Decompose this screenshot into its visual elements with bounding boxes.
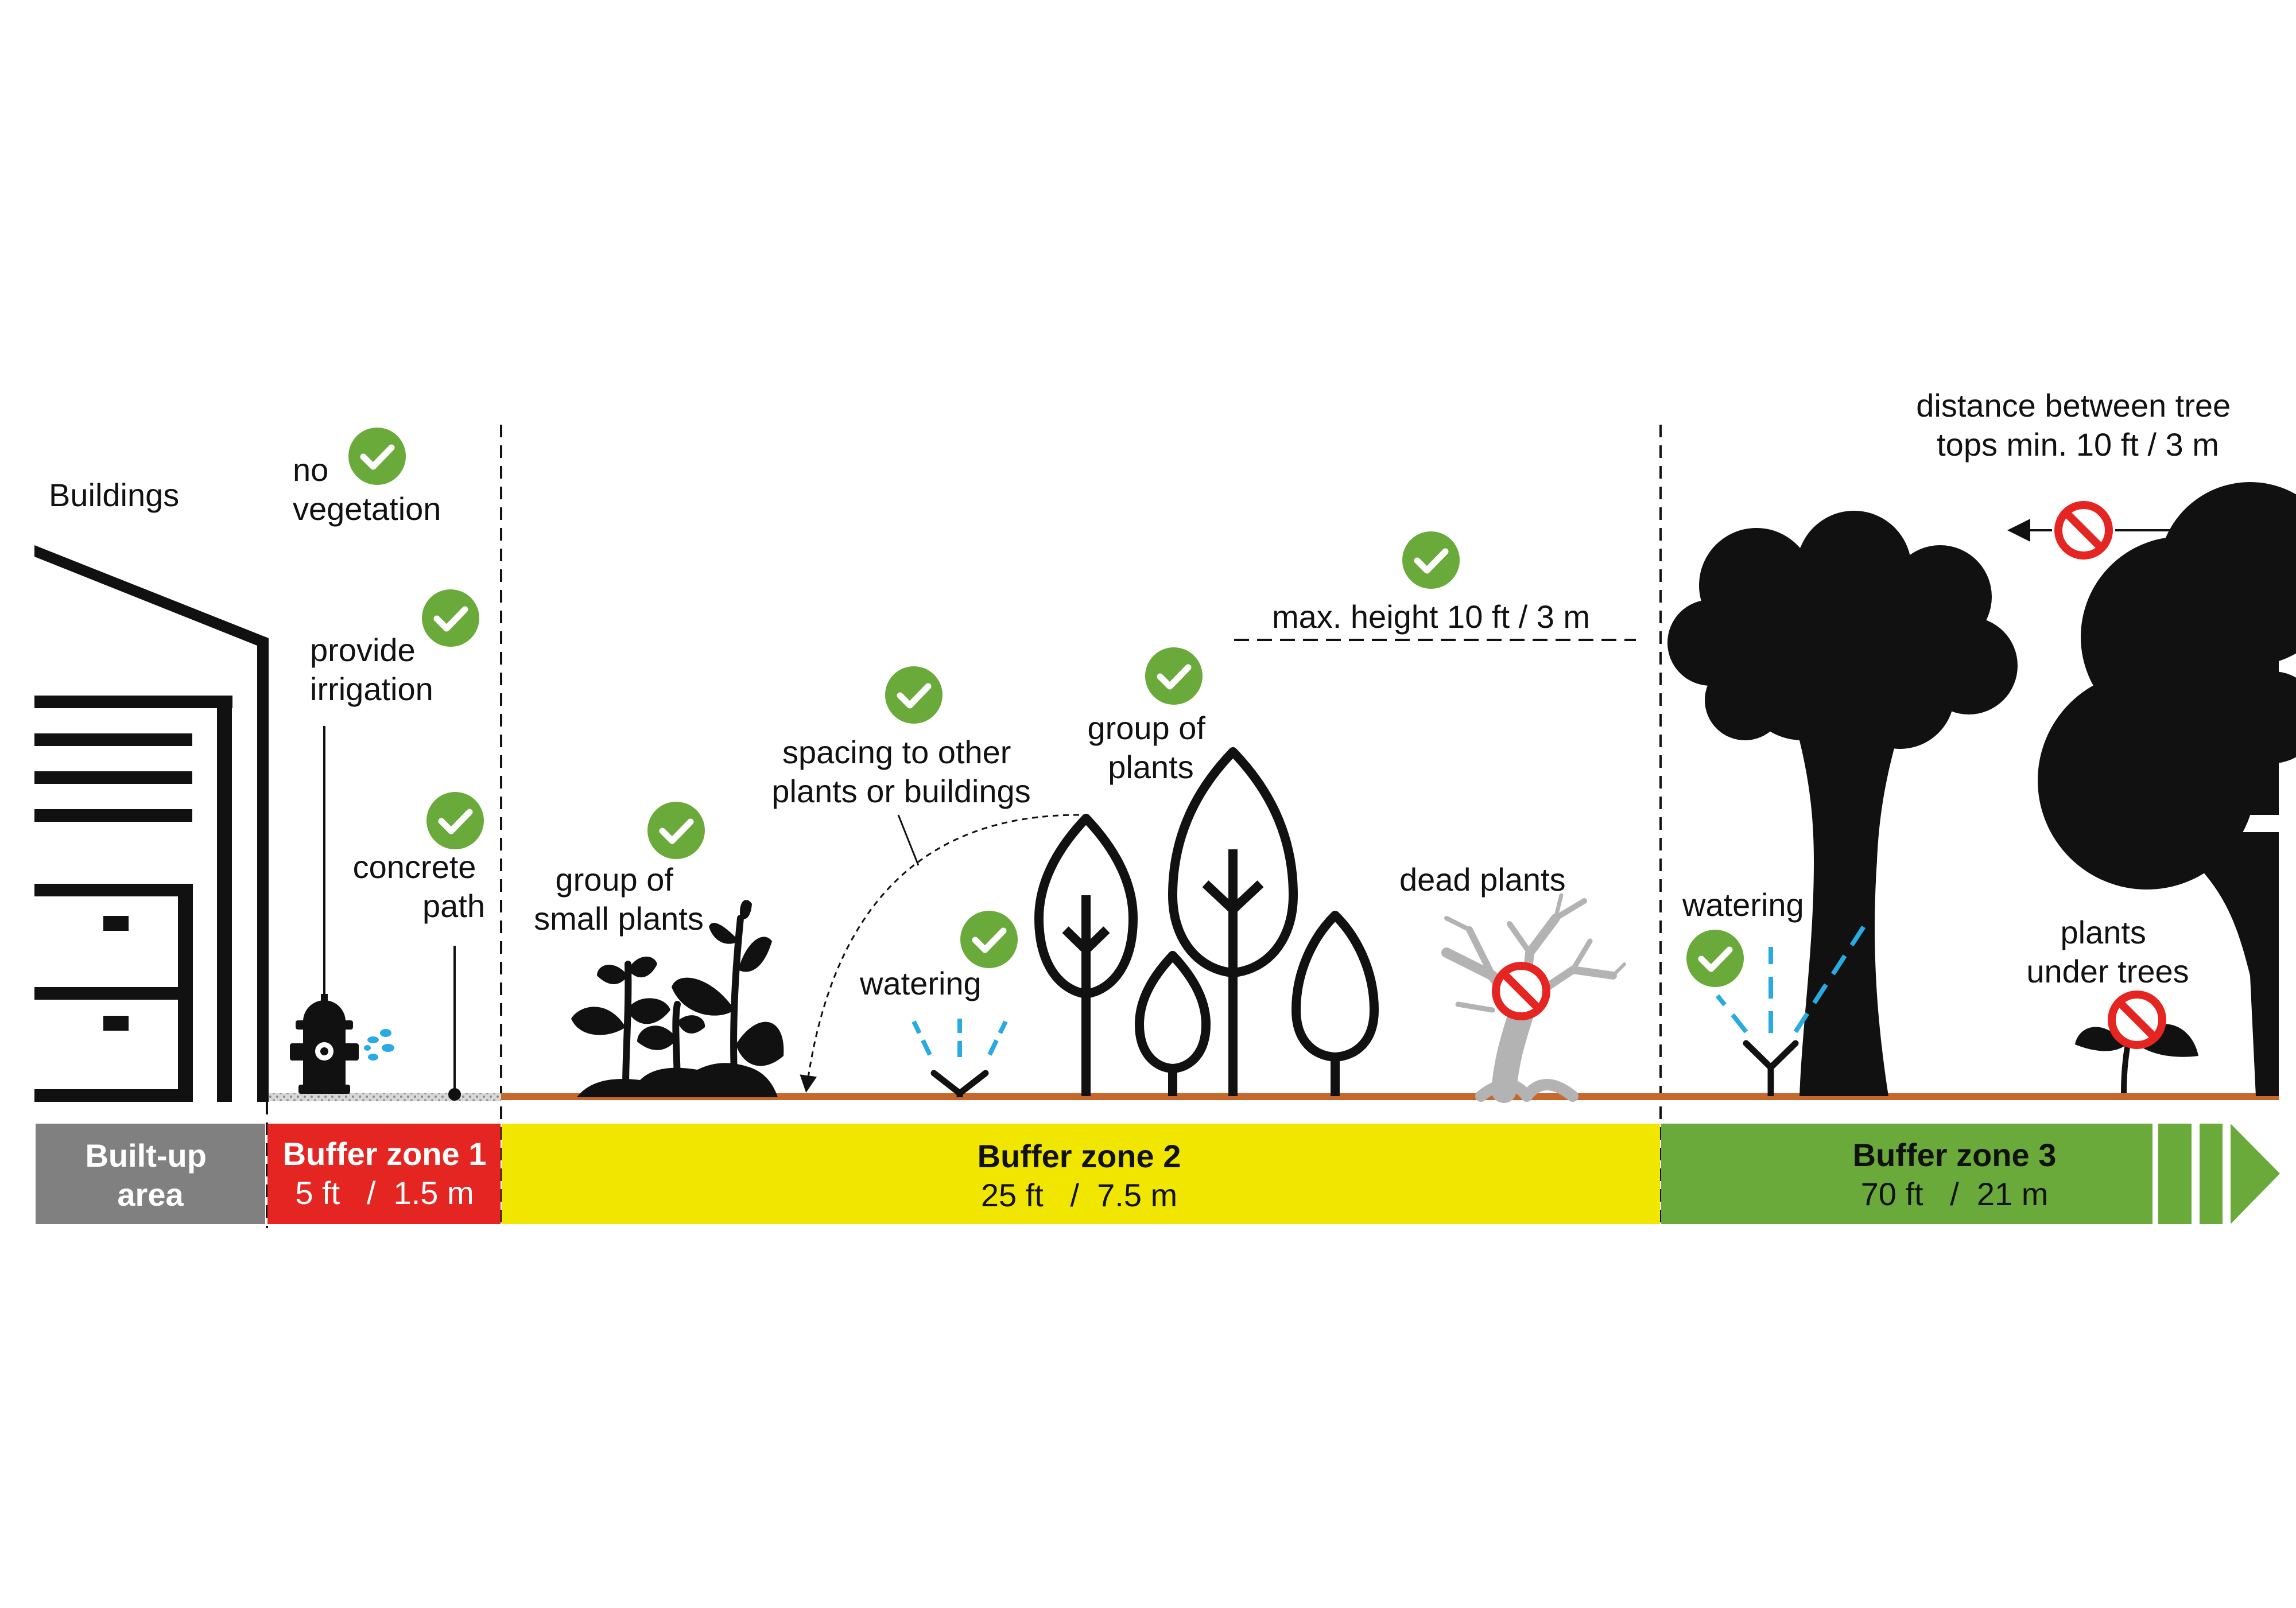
concrete-path-pointer-dot <box>448 1088 461 1101</box>
group-small-plants-label: group of small plants <box>534 861 704 937</box>
spacing-dashed-arrow <box>800 814 1080 1093</box>
dead-plants-no-icon <box>1496 966 1546 1016</box>
provide-irrigation-label: provide irrigation <box>310 632 433 707</box>
group-small-plants-check-icon <box>647 802 705 859</box>
watering-zone2-label: watering <box>859 965 982 1001</box>
watering-zone2-check-icon <box>960 911 1018 968</box>
buffer-zone-2-bar <box>502 1124 1660 1224</box>
max-height-label: max. height 10 ft / 3 m <box>1272 599 1590 635</box>
plants-under-trees-label: plants under trees <box>2026 914 2189 989</box>
spacing-label: spacing to other plants or buildings <box>771 734 1030 809</box>
buffer-zone-3-title: Buffer zone 3 <box>1853 1137 2057 1173</box>
no-vegetation-label: no vegetation <box>293 452 441 527</box>
sprinkler-zone2-icon <box>912 1019 1008 1097</box>
building-icon <box>34 545 269 1102</box>
no-vegetation-check-icon <box>348 428 406 485</box>
buffer-zone-3-size: 70 ft / 21 m <box>1861 1176 2049 1212</box>
buffer-zone-1-title: Buffer zone 1 <box>283 1136 487 1172</box>
dead-plants-label: dead plants <box>1399 861 1566 898</box>
large-tree-right-icon <box>2038 482 2296 1096</box>
tree-group-icon <box>1034 747 1379 1096</box>
hydrant-water-spray-icon <box>364 1029 394 1061</box>
fire-hydrant-icon <box>290 994 359 1094</box>
built-up-area-bar <box>36 1124 265 1224</box>
buffer-zone-3-bar <box>1661 1124 2152 1224</box>
distance-label: distance between tree tops min. 10 ft / … <box>1916 387 2239 463</box>
buffer-zone-3-arrow-icon <box>2158 1124 2280 1224</box>
spacing-check-icon <box>885 666 943 724</box>
buildings-label: Buildings <box>49 477 179 513</box>
concrete-path-check-icon <box>426 792 484 849</box>
spacing-pointer-line <box>897 814 920 866</box>
watering-zone3-label: watering <box>1682 887 1804 923</box>
buffer-zone-1-size: 5 ft / 1.5 m <box>295 1175 474 1211</box>
watering-zone3-check-icon <box>1686 930 1744 987</box>
concrete-path-strip <box>267 1093 501 1101</box>
built-up-area-label: Built-up area <box>85 1137 215 1213</box>
distance-no-icon <box>2058 505 2109 556</box>
plants-under-trees-no-icon <box>2112 995 2162 1045</box>
group-plants-check-icon <box>1145 647 1203 705</box>
concrete-path-label: concrete path <box>353 849 485 924</box>
group-plants-label: group of plants <box>1087 710 1214 785</box>
large-tree-left-icon <box>1667 511 2018 1096</box>
buffer-zone-2-title: Buffer zone 2 <box>978 1138 1181 1174</box>
buffer-zone-2-size: 25 ft / 7.5 m <box>981 1177 1177 1213</box>
small-plants-group-icon <box>571 900 784 1097</box>
provide-irrigation-check-icon <box>422 589 479 647</box>
max-height-check-icon <box>1402 531 1460 589</box>
buffer-zone-1-bar <box>267 1124 501 1224</box>
sprinkler-zone3-icon <box>1715 922 1868 1096</box>
